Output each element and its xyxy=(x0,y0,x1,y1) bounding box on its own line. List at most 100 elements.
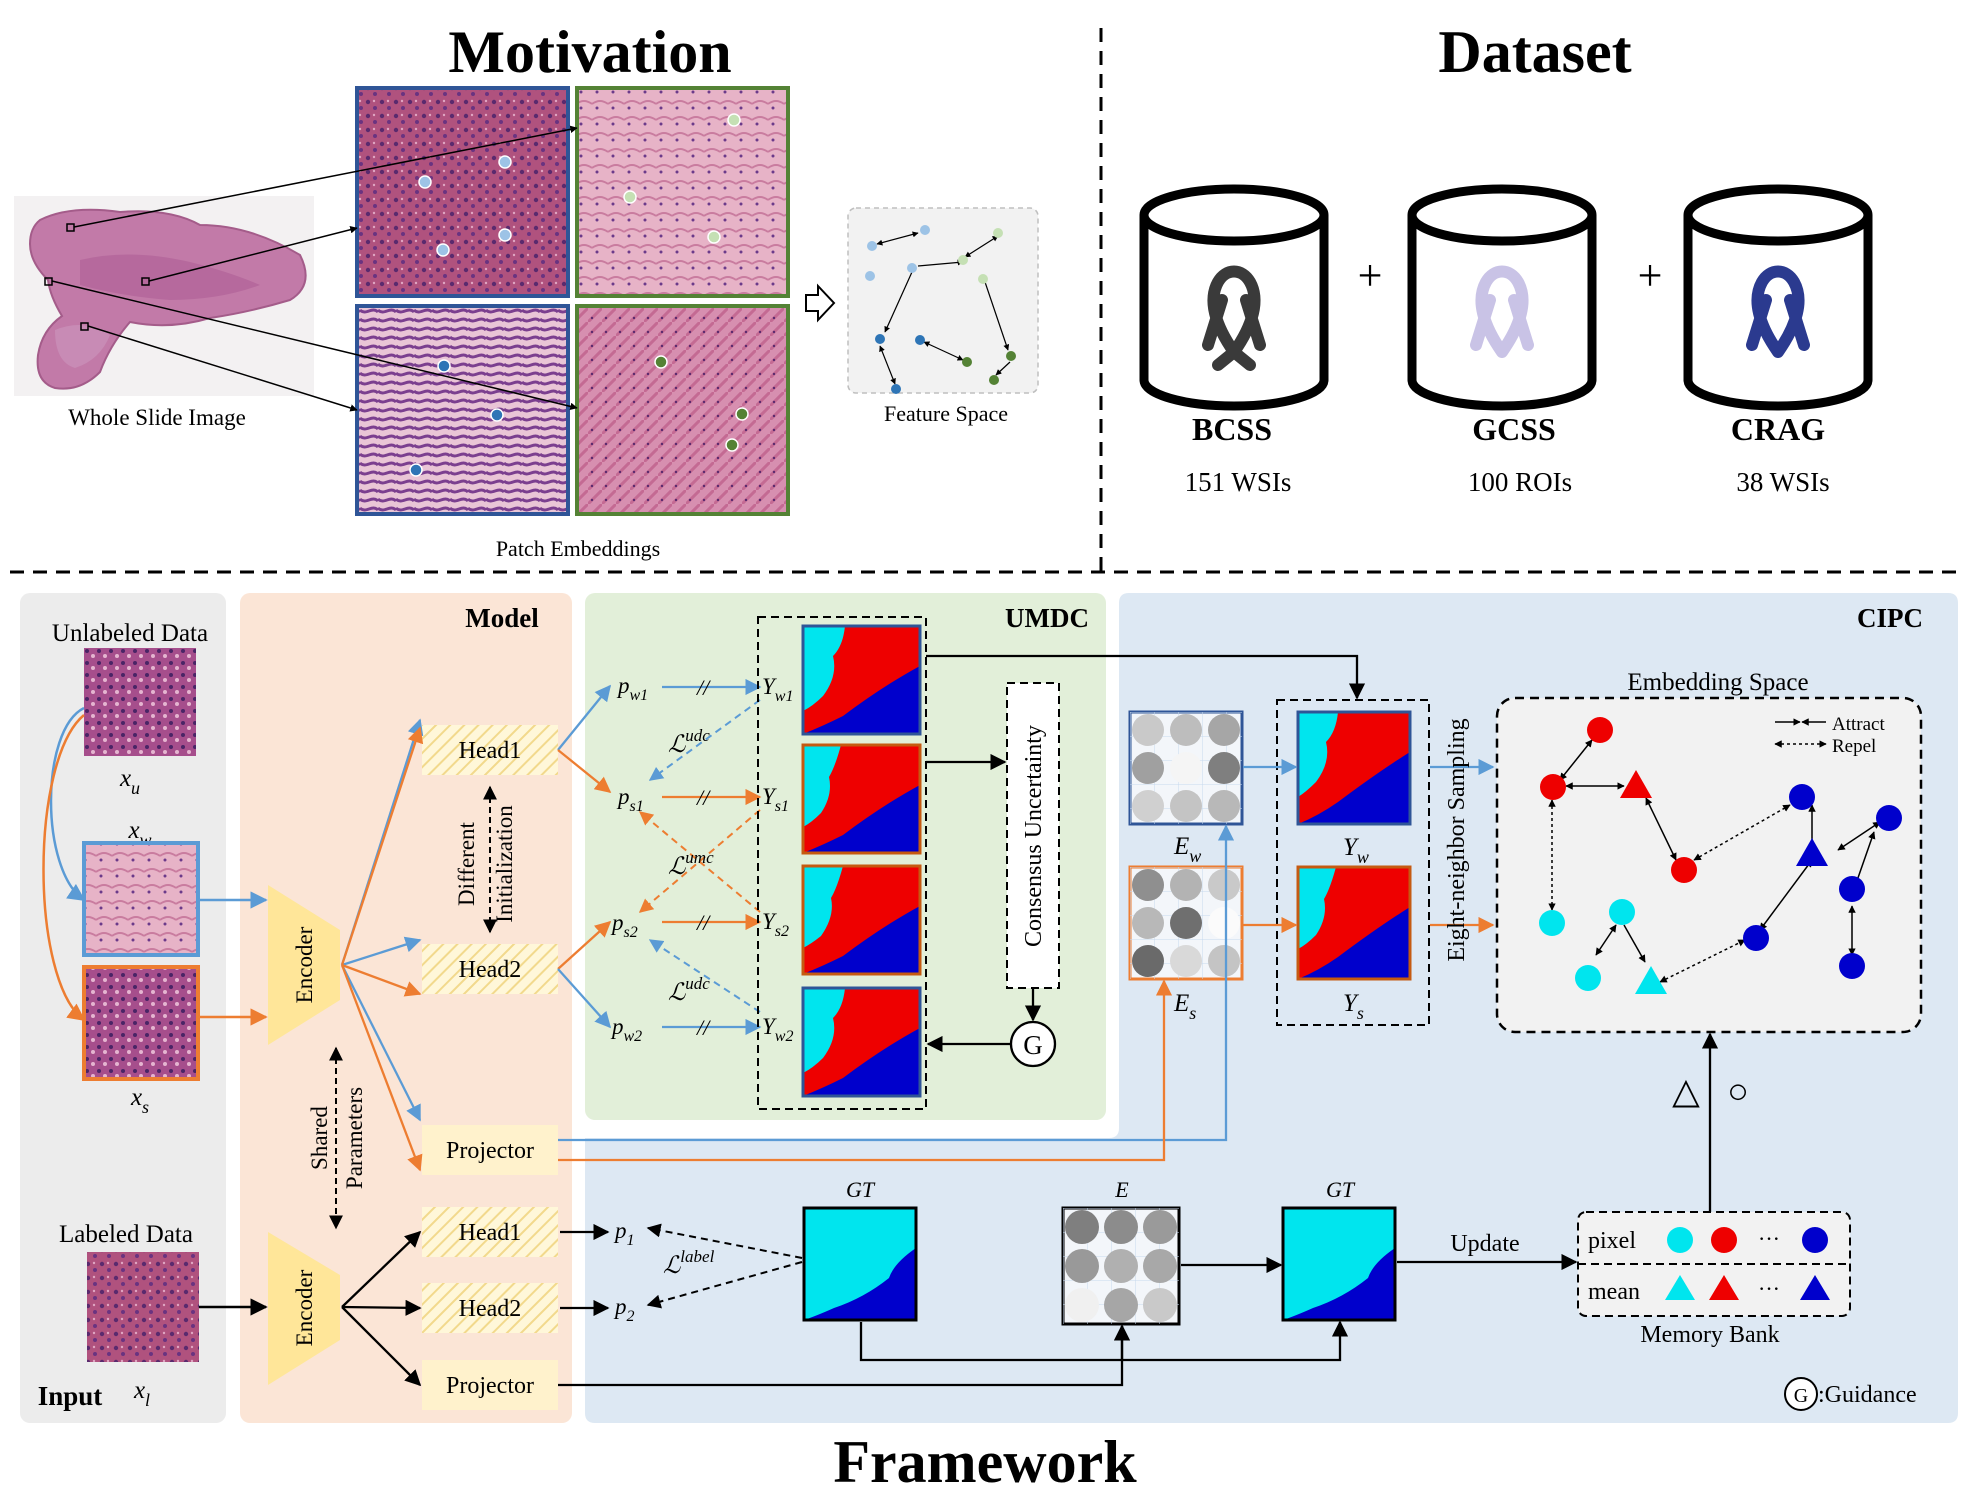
embedding-e xyxy=(1061,1206,1181,1326)
gt-label-1: GT xyxy=(846,1177,876,1202)
projector-to-es-arrow xyxy=(558,979,1173,1162)
attract-label: Attract xyxy=(1832,714,1885,735)
memory-pixel-label: pixel xyxy=(1588,1228,1636,1254)
encoder-labeled-label: Encoder xyxy=(292,1269,317,1346)
gt-mask-1 xyxy=(802,1206,918,1322)
pw1-label: pw1 xyxy=(616,673,648,704)
patch-embeddings-label: Patch Embeddings xyxy=(496,536,660,561)
unlabeled-image xyxy=(84,648,196,756)
head1-labeled-label: Head1 xyxy=(459,1220,522,1246)
embedding-es xyxy=(1128,865,1244,981)
seg-mask-yw1 xyxy=(801,624,922,736)
plus-sign-2: + xyxy=(1638,251,1663,300)
labeled-data-label: Labeled Data xyxy=(59,1221,193,1248)
yw1-to-cipc-arrow xyxy=(926,654,1366,700)
label-loss-arrows xyxy=(646,1223,803,1309)
encoder-labeled xyxy=(268,1232,340,1385)
framework-title: Framework xyxy=(833,1429,1137,1490)
gt-mask-2 xyxy=(1281,1206,1397,1322)
umdc-panel xyxy=(585,593,1106,1120)
head2-labeled-label: Head2 xyxy=(459,1296,522,1322)
repel-label: Repel xyxy=(1832,736,1876,757)
aug-arrow-strong xyxy=(42,714,86,1022)
stop-grad-4: // xyxy=(695,1015,711,1040)
head2-unlabeled xyxy=(422,944,558,994)
memory-mean-label: mean xyxy=(1588,1279,1640,1305)
wsi-label: Whole Slide Image xyxy=(68,405,246,430)
memory-bank-label: Memory Bank xyxy=(1640,1322,1779,1348)
feature-arrow-icon xyxy=(805,283,836,323)
p1-label: p1 xyxy=(613,1218,635,1249)
ys-label: Ys xyxy=(1343,990,1364,1023)
labeled-image xyxy=(87,1252,199,1362)
memory-mean-red xyxy=(1709,1275,1739,1300)
embedding-nodes xyxy=(1539,717,1902,994)
cipc-title: CIPC xyxy=(1857,603,1923,633)
patch-tumor-1 xyxy=(355,86,570,298)
dataset-count-gcss: 100 ROIs xyxy=(1468,467,1572,497)
ribbon-icon-gcss xyxy=(1470,265,1534,358)
memory-mean-navy xyxy=(1800,1275,1830,1300)
input-title: Input xyxy=(38,1381,103,1411)
patch-stroma-1 xyxy=(575,86,790,298)
head1-unlabeled-label: Head1 xyxy=(459,738,522,764)
seg-mask-yw2 xyxy=(801,986,922,1098)
seg-mask-ys1 xyxy=(801,743,922,855)
yw2-label: Yw2 xyxy=(762,1014,793,1045)
loss-udc-2: ℒudc xyxy=(668,974,710,1006)
projector-unlabeled xyxy=(422,1125,558,1175)
gt-label-2: GT xyxy=(1326,1177,1356,1202)
seg-mask-ys xyxy=(1296,865,1412,981)
head-to-p-arrows xyxy=(557,684,612,1029)
memory-mean-ellipsis: ··· xyxy=(1758,1276,1780,1301)
attract-repel-legend xyxy=(1774,718,1827,748)
plus-sign-1: + xyxy=(1358,251,1383,300)
patch-stroma-2 xyxy=(575,304,790,516)
pw2-label: pw2 xyxy=(610,1014,642,1045)
gt2-connector-arrow xyxy=(1122,1320,1349,1362)
projector-to-ew-arrow xyxy=(558,824,1235,1142)
stop-grad-2: // xyxy=(695,785,711,810)
sampling-label: Eight-neighbor Sampling xyxy=(1444,718,1470,961)
head1-labeled xyxy=(422,1207,558,1257)
parameters-label: Parameters xyxy=(342,1087,367,1189)
xs-label: xs xyxy=(130,1084,149,1117)
triangle-symbol: △ xyxy=(1672,1071,1700,1111)
dataset-name-crag: CRAG xyxy=(1731,411,1825,447)
projector-unlabeled-label: Projector xyxy=(446,1138,534,1164)
memory-pixel-red xyxy=(1711,1227,1737,1253)
model-title: Model xyxy=(465,603,539,633)
stop-grad-3: // xyxy=(695,910,711,935)
motivation-title: Motivation xyxy=(448,19,731,85)
mask-group-cipc xyxy=(1276,699,1430,1026)
consensus-uncertainty-label: Consensus Uncertainty xyxy=(1021,725,1047,947)
umdc-title: UMDC xyxy=(1005,603,1089,633)
p-to-y-arrows xyxy=(662,678,762,1036)
dataset-gcss-cylinder xyxy=(1407,184,1597,411)
yw-label: Yw xyxy=(1343,834,1369,867)
encoder-unlabeled-label: Encoder xyxy=(292,926,317,1003)
loss-udc-1: ℒudc xyxy=(668,726,710,758)
strong-aug-image xyxy=(82,965,200,1081)
guidance-legend-icon xyxy=(1784,1377,1818,1411)
xu-label: xu xyxy=(119,765,140,798)
weak-aug-image xyxy=(82,841,200,957)
feature-space-label: Feature Space xyxy=(884,401,1008,426)
es-label: Es xyxy=(1173,990,1196,1023)
e-label: E xyxy=(1114,1177,1129,1202)
ys2-label: Ys2 xyxy=(762,909,789,940)
initialization-label: Initialization xyxy=(492,805,517,923)
memory-pixel-cyan xyxy=(1667,1227,1693,1253)
consistency-arrows xyxy=(638,699,761,1013)
dataset-name-bcss: BCSS xyxy=(1192,411,1272,447)
ps1-label: ps1 xyxy=(616,784,644,815)
embedding-space-title: Embedding Space xyxy=(1627,669,1808,696)
encoder-unlabeled xyxy=(268,885,340,1045)
ps2-label: ps2 xyxy=(610,910,638,941)
yw1-label: Yw1 xyxy=(762,674,793,705)
ew-label: Ew xyxy=(1173,833,1201,866)
ys1-label: Ys1 xyxy=(762,784,789,815)
encoder-to-heads-unlabeled xyxy=(340,718,424,1172)
